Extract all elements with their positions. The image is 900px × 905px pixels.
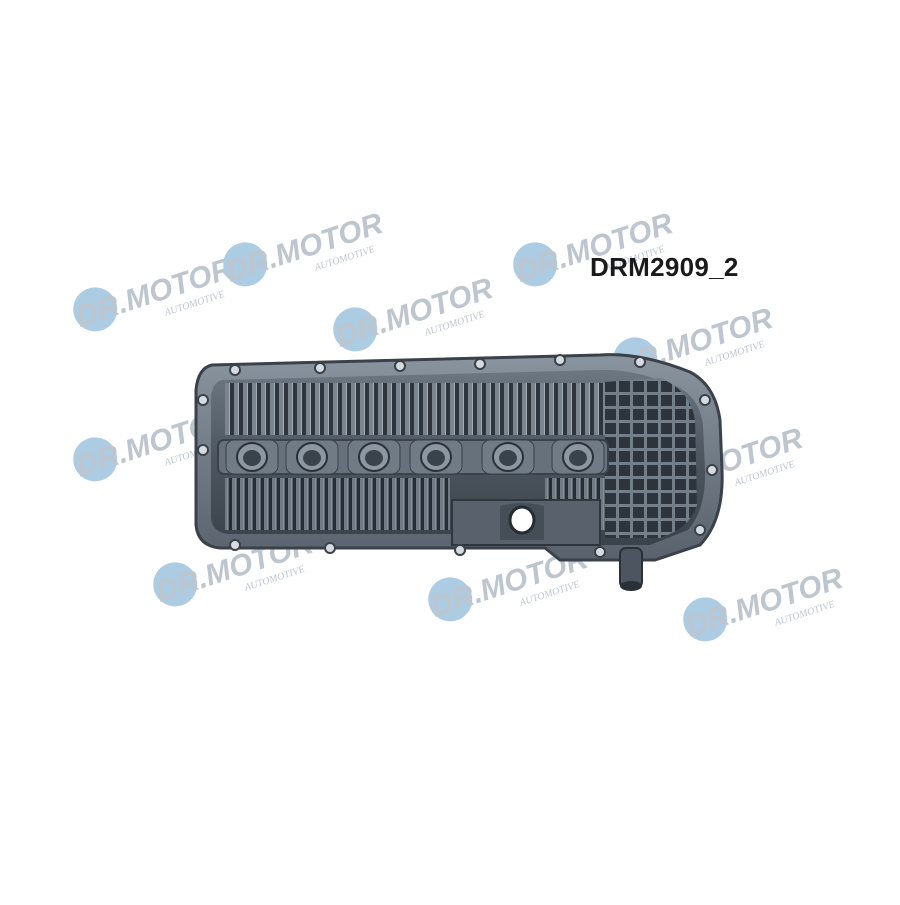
coil-hole — [551, 439, 605, 475]
coil-holes — [225, 439, 605, 475]
upper-ribs — [225, 383, 605, 435]
bolt-hole — [454, 544, 466, 556]
bolt-hole — [197, 444, 209, 456]
bolt-hole — [314, 362, 326, 374]
bolt-hole — [634, 356, 646, 368]
bolt-hole — [699, 394, 711, 406]
bolt-hole — [554, 354, 566, 366]
bolt-holes — [197, 354, 718, 558]
bolt-hole — [394, 360, 406, 372]
breather-pipe — [619, 547, 643, 591]
product-code-label: DRM2909_2 — [590, 252, 739, 282]
bolt-hole — [474, 358, 486, 370]
bolt-hole — [229, 364, 241, 376]
valve-cover — [194, 353, 724, 591]
coil-hole — [409, 439, 463, 475]
bolt-hole — [197, 394, 209, 406]
bolt-hole — [229, 539, 241, 551]
bolt-hole — [324, 542, 336, 554]
bolt-hole — [594, 546, 606, 558]
coil-hole — [481, 439, 535, 475]
coil-hole — [347, 439, 401, 475]
coil-hole — [225, 439, 279, 475]
oil-filler — [451, 499, 601, 546]
bolt-hole — [706, 464, 718, 476]
coil-hole — [285, 439, 339, 475]
lower-ribs — [225, 478, 450, 530]
bolt-hole — [694, 524, 706, 536]
grid-section — [605, 378, 697, 538]
